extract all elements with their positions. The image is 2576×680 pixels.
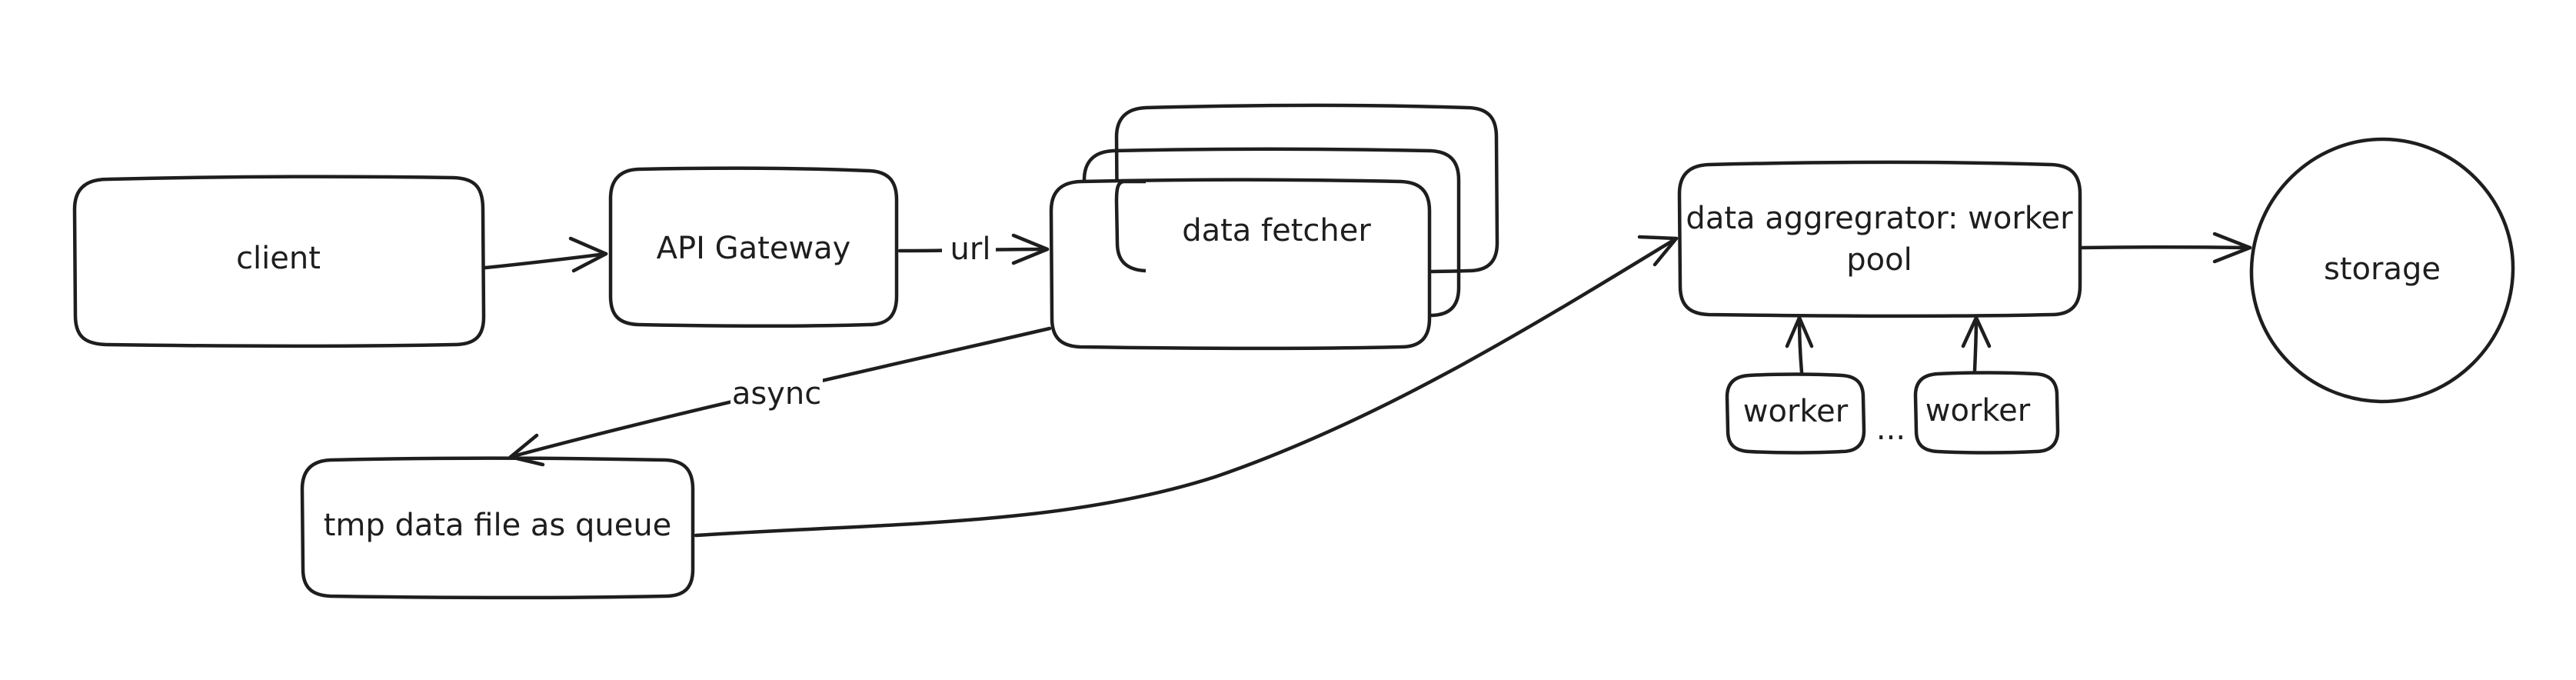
worker-box-2 [1913,371,2060,455]
edge-label-url: url [950,232,991,267]
edge-client-to-gateway [483,236,608,273]
worker-ellipsis: ... [1876,412,1905,447]
tmp-queue-box [300,456,695,600]
data-aggregator-label-line2: pool [1846,242,1912,278]
api-gateway-box [608,166,899,328]
data-aggregator-box [1677,160,2082,318]
data-aggregator-label-line1: data aggregrator: worker [1686,201,2073,236]
edge-fetcher-to-queue: async [508,326,1052,467]
worker-node-1[interactable]: worker [1725,372,1866,455]
edge-queue-to-aggregator [694,235,1679,538]
client-label: client [236,241,321,276]
edge-worker1-to-aggregator [1785,315,1814,375]
worker-box-1 [1725,372,1866,455]
data-fetcher-label: data fetcher [1182,213,1371,248]
tmp-queue-label: tmp data file as queue [324,508,672,543]
api-gateway-node[interactable]: API Gateway [608,166,899,328]
data-fetcher-instance-front [1114,179,1147,273]
storage-label: storage [2324,252,2441,287]
storage-circle [2249,137,2515,404]
worker-label-1: worker [1743,394,1849,429]
tmp-queue-node[interactable]: tmp data file as queue [300,456,695,600]
edge-aggregator-to-storage [2080,232,2252,264]
data-fetcher-node[interactable]: data fetcher [1049,103,1499,351]
edge-worker2-to-aggregator [1961,315,1992,373]
api-gateway-label: API Gateway [657,231,851,266]
edge-gateway-to-fetcher: url [897,231,1050,269]
data-aggregator-node[interactable]: data aggregrator: worker pool [1677,160,2082,318]
client-box [72,175,486,348]
edge-label-async: async [732,376,821,412]
storage-node[interactable]: storage [2249,137,2515,404]
data-fetcher-box [1049,178,1432,351]
worker-node-2[interactable]: worker [1913,371,2060,455]
client-node[interactable]: client [72,175,486,348]
worker-label-2: worker [1925,393,2031,428]
